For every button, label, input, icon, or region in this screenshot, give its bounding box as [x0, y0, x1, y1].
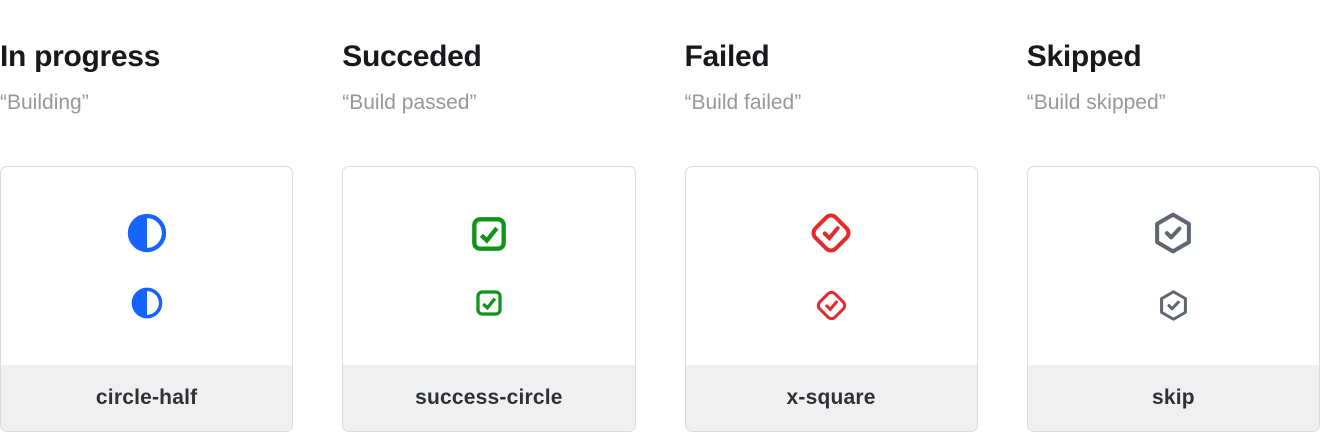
status-phrase: “Building” — [0, 91, 89, 114]
icon-name-label: success-circle — [343, 365, 635, 431]
circle-half-icon-small — [131, 287, 163, 319]
status-phrase: “Build passed” — [342, 91, 477, 114]
status-phrase: “Build skipped” — [1026, 91, 1166, 114]
status-column-in-progress: In progress “Building” circle-half — [0, 0, 294, 432]
icon-card-body — [1, 167, 292, 365]
success-check-square-icon-large — [469, 214, 509, 254]
failed-check-diamond-icon-large — [809, 211, 853, 255]
status-column-skipped: Skipped “Build skipped” skip — [1026, 0, 1320, 432]
icon-card: circle-half — [0, 166, 294, 432]
icon-name-label: skip — [1027, 365, 1319, 431]
circle-half-icon-large — [127, 213, 167, 253]
status-phrase: “Build failed” — [684, 91, 802, 114]
status-title: Failed — [684, 40, 770, 73]
skip-check-hexagon-icon-large — [1151, 211, 1195, 255]
icon-card-body — [686, 167, 977, 365]
icon-card: x-square — [684, 166, 978, 432]
status-title: Skipped — [1026, 40, 1142, 73]
icon-card: success-circle — [342, 166, 636, 432]
icon-card-body — [1028, 167, 1319, 365]
success-check-square-icon-small — [474, 288, 504, 318]
icon-name-label: x-square — [685, 365, 977, 431]
icon-card-body — [343, 167, 634, 365]
status-column-succeded: Succeded “Build passed” success-circle — [342, 0, 636, 432]
failed-check-diamond-icon-small — [815, 289, 848, 322]
icon-card: skip — [1026, 166, 1320, 432]
status-title: Succeded — [342, 40, 482, 73]
skip-check-hexagon-icon-small — [1157, 289, 1190, 322]
icon-name-label: circle-half — [1, 365, 293, 431]
status-title: In progress — [0, 40, 161, 73]
status-column-failed: Failed “Build failed” — [684, 0, 978, 432]
